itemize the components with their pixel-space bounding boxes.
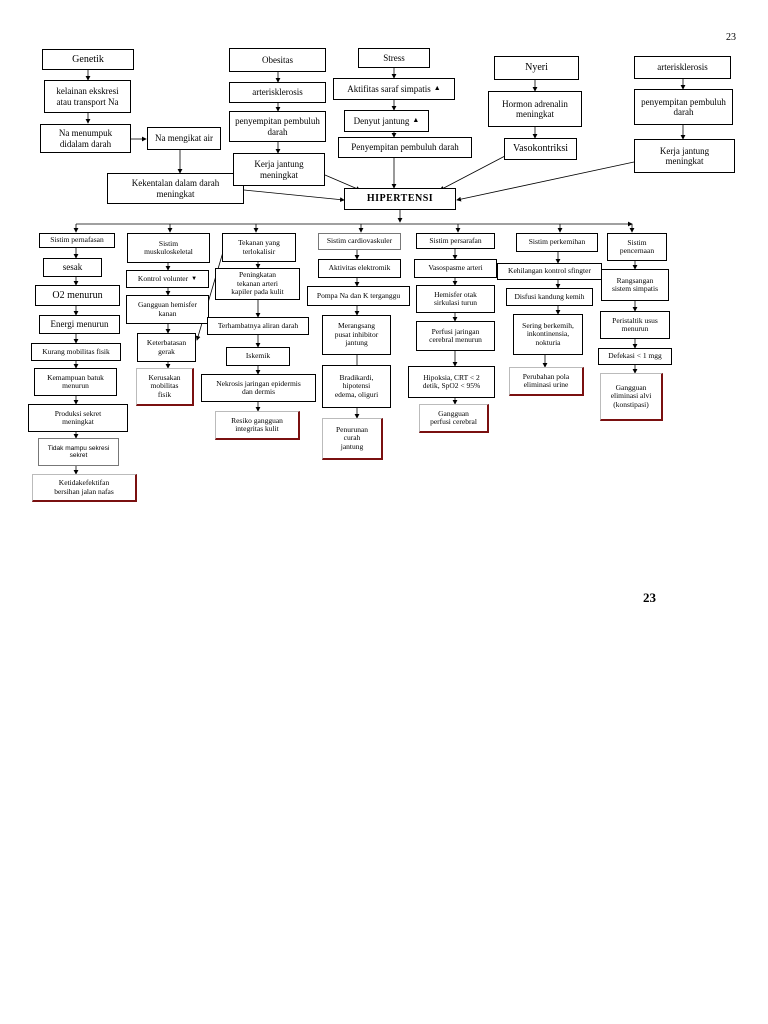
node-dx-perfusi-cerebral: Gangguan perfusi cerebral: [419, 404, 489, 433]
node-penyempitan-1: penyempitan pembuluh darah: [229, 111, 326, 142]
page-number-top: 23: [726, 32, 736, 43]
node-defekasi: Defekasi < 1 mgg: [598, 348, 672, 365]
node-denyut-jantung: Denyut jantung ▲: [344, 110, 429, 132]
node-pompa-na-k: Pompa Na dan K terganggu: [307, 286, 410, 306]
node-terhambatnya-aliran: Terhambatnya aliran darah: [207, 317, 309, 335]
node-arterisklerosis-1: arterisklerosis: [229, 82, 326, 103]
node-kekentalan: Kekentalan dalam darah meningkat: [107, 173, 244, 204]
node-disfusi-kandung-kemih: Disfusi kandung kemih: [506, 288, 593, 306]
node-peristaltik: Peristaltik usus menurun: [600, 311, 670, 339]
node-keterbatasan-gerak: Keterbatasan gerak: [137, 333, 196, 362]
node-tidak-mampu-sekresi: Tidak mampu sekresi sekret: [38, 438, 119, 466]
node-dx-integritas-kulit: Resiko gangguan integritas kulit: [215, 411, 300, 440]
node-kurang-mobilitas: Kurang mobilitas fisik: [31, 343, 121, 361]
node-kerja-jantung-1: Kerja jantung meningkat: [233, 153, 325, 186]
down-arrow-icon: ▼: [191, 275, 198, 282]
node-vasokontriksi: Vasokontriksi: [504, 138, 577, 160]
aktifitas-label: Aktifitas saraf simpatis: [347, 83, 431, 94]
node-energi-menurun: Energi menurun: [39, 315, 120, 334]
node-hipoksia: Hipoksia, CRT < 2 detik, SpO2 < 95%: [408, 366, 495, 398]
node-dx-eliminasi-urine: Perubahan pola eliminasi urine: [509, 367, 584, 396]
node-sistim-perkemihan: Sistim perkemihan: [516, 233, 598, 252]
node-aktivitas-elektromik: Aktivitas elektromik: [318, 259, 401, 278]
node-na-menumpuk: Na menumpuk didalam darah: [40, 124, 131, 153]
node-sering-berkemih: Sering berkemih, inkontinensia, nokturia: [513, 314, 583, 355]
node-genetik: Genetik: [42, 49, 134, 70]
node-dx-eliminasi-alvi: Gangguan eliminasi alvi (konstipasi): [600, 373, 663, 421]
node-sistim-pencernaan: Sistim pencernaan: [607, 233, 667, 261]
node-iskemik: Iskemik: [226, 347, 290, 366]
node-o2-menurun: O2 menurun: [35, 285, 120, 306]
node-rangsangan-simpatis: Rangsangan sistem simpatis: [601, 269, 669, 301]
node-kemampuan-batuk: Kemampuan batuk menurun: [34, 368, 117, 396]
node-penyempitan-3: penyempitan pembuluh darah: [634, 89, 733, 125]
node-vasospasme: Vasospasme arteri: [414, 259, 497, 278]
node-sistim-pernafasan: Sistim pernafasan: [39, 233, 115, 248]
node-sesak: sesak: [43, 258, 102, 277]
node-kontrol-volunter: Kontrol volunter ▼: [126, 270, 209, 288]
node-perfusi-jaringan: Perfusi jaringan cerebral menurun: [416, 321, 495, 351]
node-dx-curah-jantung: Penurunan curah jantung: [322, 418, 383, 460]
node-kerja-jantung-2: Kerja jantung meningkat: [634, 139, 735, 173]
node-dx-mobilitas-fisik: Kerusakan mobilitas fisik: [136, 368, 194, 406]
node-arterisklerosis-2: arterisklerosis: [634, 56, 731, 79]
node-obesitas: Obesitas: [229, 48, 326, 72]
up-arrow-icon: ▲: [433, 84, 441, 93]
node-stress: Stress: [358, 48, 430, 68]
node-kelainan-ekskresi: kelainan ekskresi atau transport Na: [44, 80, 131, 113]
node-sistim-cardiovaskuler: Sistim cardiovaskuler: [318, 233, 401, 250]
node-nekrosis: Nekrosis jaringan epidermis dan dermis: [201, 374, 316, 402]
node-peningkatan-tekanan: Peningkatan tekanan arteri kapiler pada …: [215, 268, 300, 300]
up-arrow-icon: ▲: [412, 116, 420, 125]
node-hormon-adrenalin: Hormon adrenalin meningkat: [488, 91, 582, 127]
node-bradikardi: Bradikardi, hipotensi edema, oliguri: [322, 365, 391, 408]
node-penyempitan-2: Penyempitan pembuluh darah: [338, 137, 472, 158]
node-dx-bersihan-jalan-nafas: Ketidakefektifan bersihan jalan nafas: [32, 474, 137, 502]
node-sistim-muskuloskeletal: Sistim muskuloskeletal: [127, 233, 210, 263]
node-hemisfer-otak: Hemisfer otak sirkulasi turun: [416, 285, 495, 313]
node-hipertensi: HIPERTENSI: [344, 188, 456, 210]
node-aktifitas-saraf: Aktifitas saraf simpatis ▲: [333, 78, 455, 100]
page-number-bottom: 23: [643, 590, 656, 605]
kontrol-label: Kontrol volunter: [137, 273, 189, 283]
node-gangguan-hemisfer: Gangguan hemisfer kanan: [126, 295, 209, 324]
node-produksi-sekret: Produksi sekret meningkat: [28, 404, 128, 432]
node-merangsang-pusat: Merangsang pusat inhibitor jantung: [322, 315, 391, 355]
denyut-label: Denyut jantung: [353, 115, 410, 126]
node-tekanan-terlokalisir: Tekanan yang terlokalisir: [222, 233, 296, 262]
node-kehilangan-kontrol: Kehilangan kontrol sfingter: [497, 263, 602, 280]
node-sistim-persarafan: Sistim persarafan: [416, 233, 495, 249]
node-nyeri: Nyeri: [494, 56, 579, 80]
node-na-mengikat-air: Na mengikat air: [147, 127, 221, 150]
